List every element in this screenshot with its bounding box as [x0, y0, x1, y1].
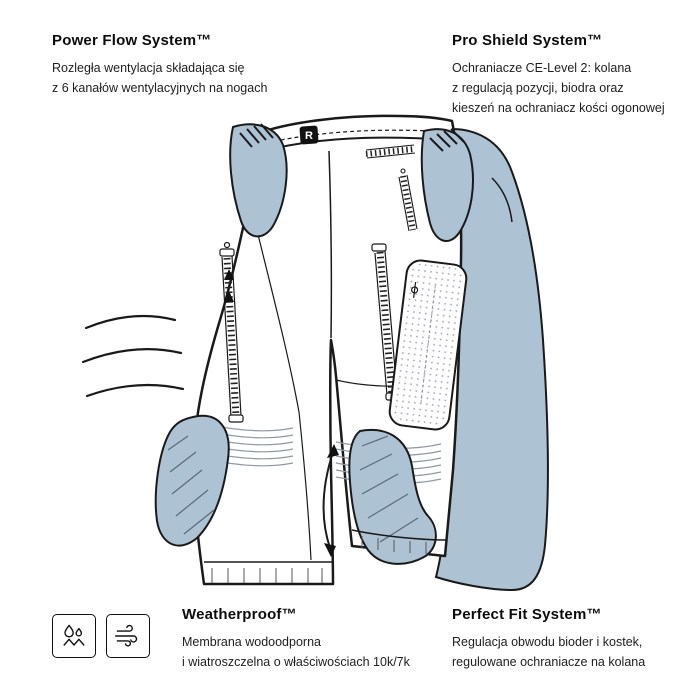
fit-adjust-arrow: [322, 444, 339, 557]
airflow-arrow-up-2: [224, 291, 234, 302]
feature-pro-shield: Pro Shield System™ Ochraniacze CE-Level …: [452, 32, 692, 118]
feature-weatherproof: Weatherproof™ Membrana wodoodporna i wia…: [182, 606, 448, 672]
feature-perfect-fit-title: Perfect Fit System™: [452, 606, 602, 623]
feature-perfect-fit-description: Regulacja obwodu bioder i kostek, regulo…: [452, 632, 696, 672]
weatherproof-icons: [52, 614, 150, 658]
wind-icon: [106, 614, 150, 658]
water-drops-icon: [52, 614, 96, 658]
cuff-right: [351, 529, 447, 554]
feature-power-flow: Power Flow System™ Rozległa wentylacja s…: [52, 32, 352, 98]
thigh-panel: [388, 259, 468, 431]
hip-protector-left: [229, 123, 288, 238]
description-line: Regulacja obwodu bioder i kostek,: [452, 635, 643, 649]
feature-pro-shield-title: Pro Shield System™: [452, 32, 603, 49]
vent-zipper-left: [219, 241, 244, 423]
feature-power-flow-description: Rozległa wentylacja składająca się z 6 k…: [52, 58, 352, 98]
description-line: Rozległa wentylacja składająca się: [52, 61, 245, 75]
feature-weatherproof-description: Membrana wodoodporna i wiatroszczelna o …: [182, 632, 448, 672]
description-line: Membrana wodoodporna: [182, 635, 321, 649]
brand-logo-letter: R: [305, 130, 313, 142]
pocket-zipper-upper: [398, 168, 418, 232]
feature-weatherproof-title: Weatherproof™: [182, 606, 297, 623]
description-line: kieszeń na ochraniacz kości ogonowej: [452, 101, 665, 115]
airflow-arrow-up-1: [224, 269, 234, 280]
brand-logo: R: [299, 125, 319, 145]
feature-power-flow-title: Power Flow System™: [52, 32, 212, 49]
waist-zipper: [365, 144, 416, 159]
description-line: z 6 kanałów wentylacyjnych na nogach: [52, 81, 268, 95]
knee-protector-left: [154, 414, 230, 547]
knee-protector-right: [348, 428, 437, 565]
hip-protector-right: [420, 128, 474, 242]
description-line: z regulacją pozycji, biodra oraz: [452, 81, 624, 95]
airflow-lines: [81, 314, 185, 398]
cuff-left: [204, 561, 333, 583]
description-line: i wiatroszczelna o właściwościach 10k/7k: [182, 655, 410, 669]
feature-pro-shield-description: Ochraniacze CE-Level 2: kolana z regulac…: [452, 58, 692, 118]
feature-perfect-fit: Perfect Fit System™ Regulacja obwodu bio…: [452, 606, 696, 672]
description-line: regulowane ochraniacze na kolana: [452, 655, 646, 669]
description-line: Ochraniacze CE-Level 2: kolana: [452, 61, 632, 75]
